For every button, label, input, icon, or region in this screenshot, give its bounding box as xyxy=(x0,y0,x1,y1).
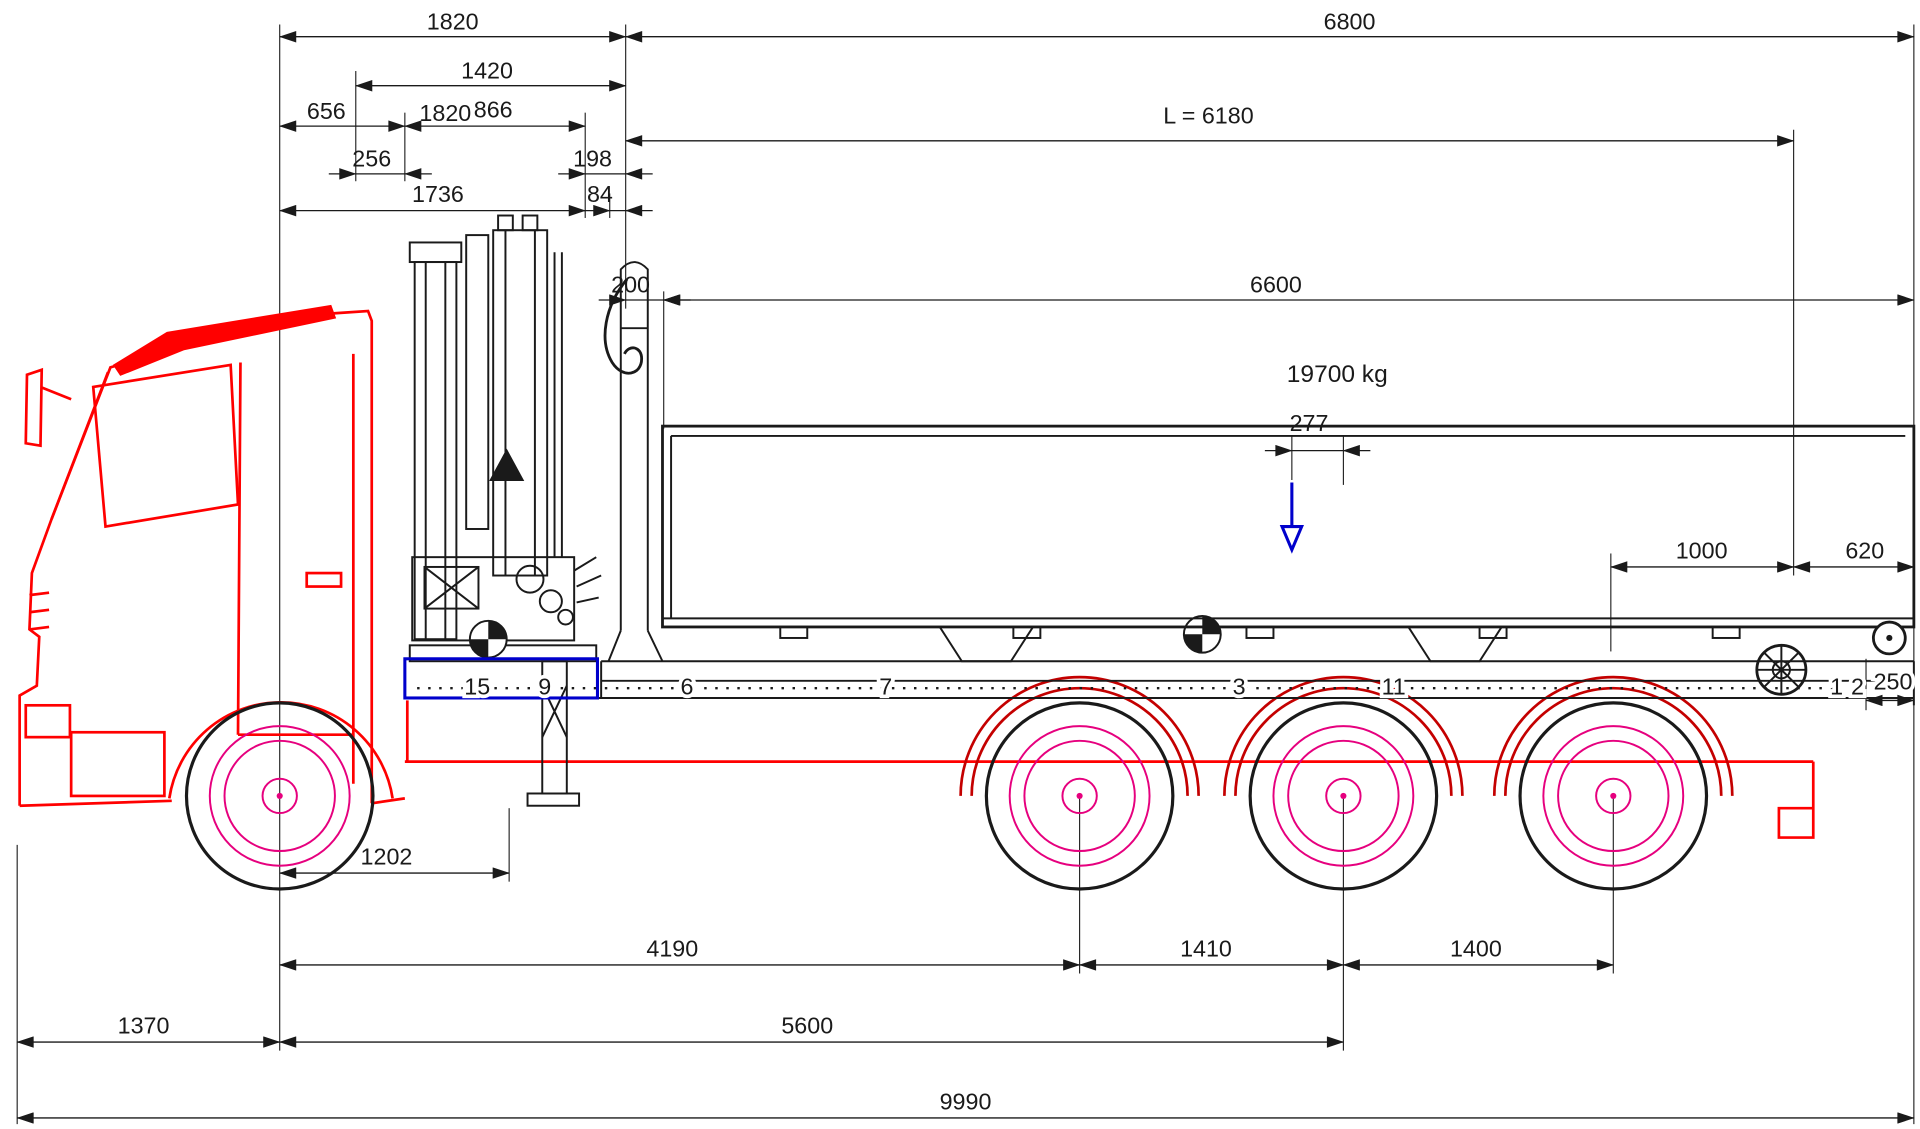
headlight xyxy=(24,703,72,739)
subframe-highlight-box xyxy=(403,657,600,700)
payload-weight-label: 19700 kg xyxy=(1287,361,1388,388)
mount-bracket-2 xyxy=(1406,625,1504,663)
dim-198: 198 xyxy=(573,146,612,172)
rear-wheel-1 xyxy=(984,701,1175,891)
cg-symbol-crane xyxy=(468,619,508,659)
dim-1820-front: 1820 xyxy=(427,8,479,34)
callout-9: 9 xyxy=(538,673,551,699)
rear-roller xyxy=(1755,643,1808,696)
truck-cab xyxy=(18,304,1815,839)
dim-1736: 1736 xyxy=(412,181,464,207)
dim-1400: 1400 xyxy=(1450,935,1502,961)
rear-fenders xyxy=(959,675,1734,796)
roof-deflector xyxy=(112,304,337,376)
extension-lines xyxy=(16,24,1915,1125)
mirror xyxy=(24,367,72,448)
stabilizer-foot xyxy=(526,792,581,807)
front-wheel-arch xyxy=(167,701,394,799)
callout-1: 1 xyxy=(1830,673,1843,699)
dimension-lines xyxy=(16,31,1915,1124)
dim-6600: 6600 xyxy=(1250,272,1302,298)
callout-3: 3 xyxy=(1233,673,1246,699)
chassis-frame xyxy=(409,660,1915,706)
dim-4190: 4190 xyxy=(646,935,698,961)
rear-wheel-2 xyxy=(1248,701,1439,891)
rear-sheave xyxy=(1871,620,1907,656)
dim-1202: 1202 xyxy=(361,844,413,870)
dim-200: 200 xyxy=(611,272,650,298)
side-window xyxy=(91,363,240,529)
dim-250: 250 xyxy=(1874,668,1913,694)
dim-1000: 1000 xyxy=(1676,537,1728,563)
callout-15: 15 xyxy=(464,673,490,699)
cab-door xyxy=(236,353,355,784)
dim-277: 277 xyxy=(1290,410,1329,436)
lift-hook xyxy=(603,278,644,375)
mount-bracket-1 xyxy=(937,625,1035,663)
dim-loading-length: L = 6180 xyxy=(1163,103,1253,129)
callout-6: 6 xyxy=(681,673,694,699)
dim-256: 256 xyxy=(352,146,391,172)
dim-84: 84 xyxy=(587,181,613,207)
dimension-labels: 1820 6800 1420 656 1820 866 L = 6180 256… xyxy=(118,8,1917,1114)
dim-656: 656 xyxy=(307,98,346,124)
control-levers xyxy=(573,556,602,604)
dim-5600: 5600 xyxy=(781,1013,833,1039)
dim-620: 620 xyxy=(1845,537,1884,563)
dim-1420: 1420 xyxy=(461,57,513,83)
door-handle xyxy=(305,571,343,588)
dim-1410: 1410 xyxy=(1180,935,1232,961)
callout-2: 2 xyxy=(1851,673,1864,699)
wheels xyxy=(184,701,1709,891)
dim-866: 866 xyxy=(474,97,513,123)
hooklift-arm xyxy=(603,261,664,662)
front-wheel xyxy=(184,701,375,891)
dim-1370: 1370 xyxy=(118,1013,170,1039)
dim-1820-crane: 1820 xyxy=(419,100,471,126)
dim-6800: 6800 xyxy=(1324,8,1376,34)
cg-symbol-body xyxy=(1182,614,1222,654)
part-callouts: 15 9 6 7 3 11 1 2 xyxy=(461,670,1868,703)
load-cg-arrow-icon xyxy=(1279,482,1304,554)
warning-triangle-icon xyxy=(489,448,525,481)
dim-9990: 9990 xyxy=(940,1088,992,1114)
callout-11: 11 xyxy=(1382,673,1406,699)
rear-red-step xyxy=(1777,761,1815,839)
rear-wheel-3 xyxy=(1518,701,1709,891)
grille xyxy=(29,591,50,631)
crane xyxy=(408,214,602,807)
callout-7: 7 xyxy=(879,673,892,699)
step-box xyxy=(69,730,166,798)
